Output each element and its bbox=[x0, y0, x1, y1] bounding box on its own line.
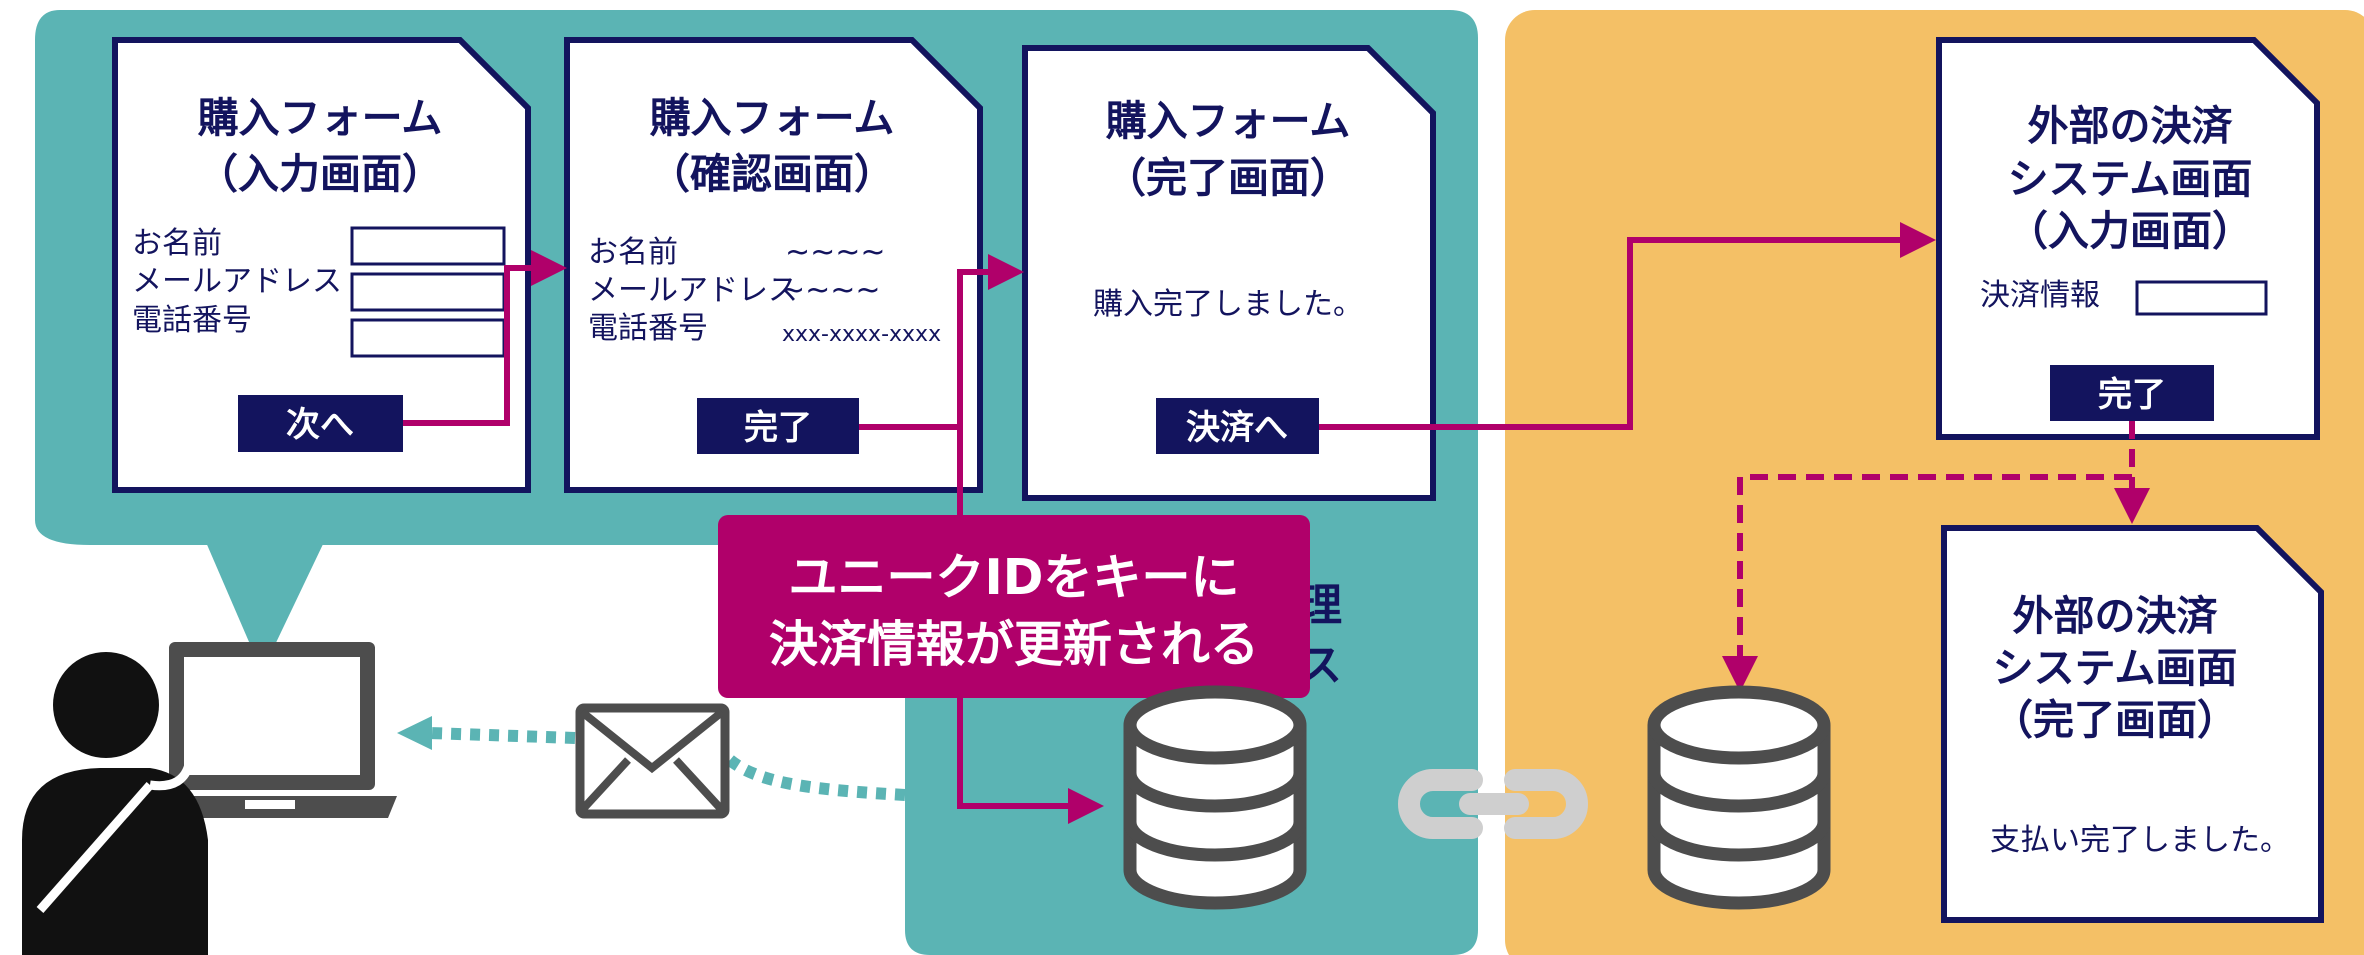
callout-line-2: 決済情報が更新される bbox=[769, 616, 1259, 673]
arrow-confirm-to-complete bbox=[859, 254, 1024, 430]
person-icon bbox=[22, 652, 221, 955]
database-icon bbox=[1123, 685, 1307, 910]
form-complete-title-2: （完了画面） bbox=[1105, 154, 1351, 202]
external-complete-message: 支払い完了しました。 bbox=[1990, 823, 2290, 858]
arrow-payment-to-external bbox=[1319, 222, 1936, 430]
form-confirm-title-2: （確認画面） bbox=[649, 150, 895, 198]
mail-flow-arrowhead bbox=[397, 716, 432, 750]
form-confirm-phone-label: 電話番号 bbox=[588, 311, 708, 346]
form-input-phone-field[interactable] bbox=[350, 318, 506, 358]
form-input-phone-label: 電話番号 bbox=[132, 303, 252, 338]
form-complete-title-1: 購入フォーム bbox=[1106, 97, 1351, 145]
mail-icon bbox=[575, 703, 730, 819]
form-confirm-title-1: 購入フォーム bbox=[650, 94, 895, 142]
mail-flow-arrow-2 bbox=[429, 727, 576, 744]
link-icon bbox=[1398, 769, 1588, 839]
confirm-complete-button[interactable] bbox=[697, 398, 859, 454]
form-confirm-name-value: ~~~~ bbox=[785, 235, 886, 270]
form-input-card: 購入フォーム （入力画面） お名前 メールアドレス 電話番号 次へ bbox=[112, 37, 531, 493]
form-complete-message: 購入完了しました。 bbox=[1093, 287, 1363, 322]
form-confirm-name-label: お名前 bbox=[588, 235, 678, 270]
payment-info-field[interactable] bbox=[2135, 280, 2268, 316]
next-button-label: 次へ bbox=[286, 405, 354, 445]
confirm-complete-button-label: 完了 bbox=[744, 408, 812, 448]
payment-info-label: 決済情報 bbox=[1980, 278, 2100, 313]
form-input-title-1: 購入フォーム bbox=[198, 94, 443, 142]
teal-speech-tail bbox=[205, 540, 325, 672]
external-input-title-3: （入力画面） bbox=[2007, 207, 2253, 255]
flow-arrows bbox=[403, 222, 2150, 824]
form-input-email-label: メールアドレス bbox=[132, 264, 342, 299]
to-payment-button[interactable] bbox=[1156, 398, 1319, 454]
form-input-name-field[interactable] bbox=[350, 226, 506, 266]
form-input-email-field[interactable] bbox=[350, 272, 506, 312]
form-input-title-2: （入力画面） bbox=[197, 150, 443, 198]
external-complete-button-label: 完了 bbox=[2098, 375, 2166, 415]
external-complete-title-3: （完了画面） bbox=[1992, 696, 2238, 744]
form-confirm-email-label: メールアドレス bbox=[588, 273, 798, 308]
external-complete-button[interactable] bbox=[2050, 365, 2214, 421]
update-callout: ユニークIDをキーに 決済情報が更新される bbox=[718, 515, 1310, 770]
arrow-next-to-confirm bbox=[403, 250, 567, 426]
callout-line-1: ユニークIDをキーに bbox=[789, 549, 1240, 606]
laptop-icon bbox=[148, 642, 397, 818]
form-complete-card: 購入フォーム （完了画面） 購入完了しました。 決済へ bbox=[1022, 45, 1436, 501]
form-confirm-card: 購入フォーム （確認画面） お名前 メールアドレス 電話番号 ~~~~ ~~~~… bbox=[564, 37, 983, 493]
form-confirm-phone-value: xxx-xxxx-xxxx bbox=[782, 322, 941, 347]
form-input-name-label: お名前 bbox=[132, 226, 222, 261]
next-button[interactable] bbox=[238, 395, 403, 452]
arrow-external-to-db bbox=[1722, 474, 2132, 692]
to-payment-button-label: 決済へ bbox=[1186, 408, 1288, 448]
external-complete-title-1: 外部の決済 bbox=[2013, 592, 2219, 640]
database-icon bbox=[1647, 685, 1831, 910]
external-complete-card: 外部の決済 システム画面 （完了画面） 支払い完了しました。 bbox=[1941, 525, 2324, 923]
external-input-card: 外部の決済 システム画面 （入力画面） 決済情報 完了 bbox=[1936, 37, 2320, 440]
external-complete-title-2: システム画面 bbox=[1993, 644, 2238, 692]
external-input-title-2: システム画面 bbox=[2008, 155, 2253, 203]
mail-flow-arrow bbox=[726, 755, 906, 801]
external-input-title-1: 外部の決済 bbox=[2028, 102, 2234, 150]
form-confirm-email-value: ~~~~ bbox=[780, 273, 881, 308]
